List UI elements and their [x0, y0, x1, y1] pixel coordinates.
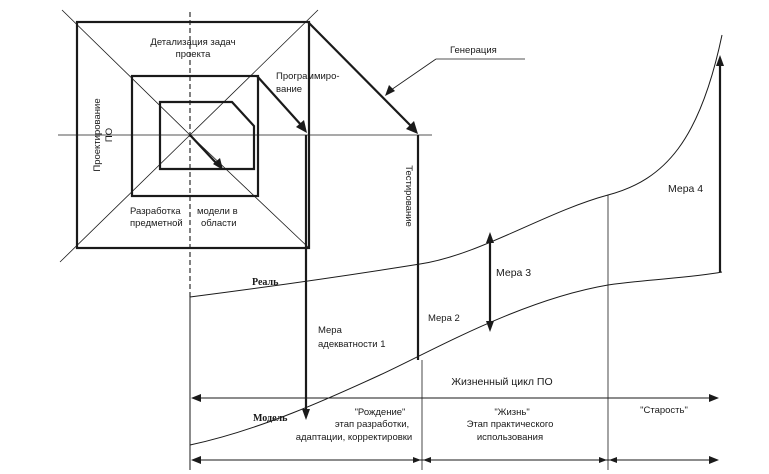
birth-phase-line-1: "Рождение" [355, 407, 406, 418]
detail-label-line-1: Детализация задач [150, 37, 235, 48]
pyramid-diagonal-3 [189, 134, 310, 249]
pyramid-diagonal-4 [189, 9, 319, 136]
design-label-line-1: Проектирование [92, 98, 103, 171]
domain-label-1b: модели в [197, 206, 238, 217]
measure-3-arrowhead-bottom [486, 321, 494, 332]
lifecycle-axis-right-arrow [709, 394, 719, 402]
inner-spiral-arrowhead [213, 158, 223, 170]
measure-4-label: Мера 4 [668, 183, 703, 195]
measure-1-label-line-2: адекватности 1 [318, 339, 386, 350]
programming-label-line-1: Программиро- [276, 71, 340, 82]
life-phase-line-2: Этап практического [467, 419, 554, 430]
measures [486, 55, 724, 332]
programming-drop-arrowhead [302, 409, 310, 420]
measure-3-arrowhead-top [486, 232, 494, 243]
domain-label-2a: предметной [130, 218, 183, 229]
design-label-line-2: ПО [104, 128, 115, 142]
drop-lines [302, 135, 420, 420]
labels: Детализация задач проекта Программиро- в… [92, 37, 703, 443]
domain-label-1a: Разработка [130, 206, 181, 217]
timeline [189, 195, 719, 470]
pyramid-inner-pentagon [158, 100, 256, 171]
birth-phase-line-3: адаптации, корректировки [296, 432, 413, 443]
programming-label-line-2: вание [276, 84, 302, 95]
measure-2-label: Мера 2 [428, 313, 460, 324]
phase-axis-right-arrow [709, 456, 719, 464]
pyramid-middle-square [130, 74, 260, 198]
generation-diagonal [307, 21, 413, 128]
lifecycle-axis-left-arrow [191, 394, 201, 402]
pyramid-diagonal-2 [59, 134, 191, 263]
pyramid-diagonal-1 [61, 9, 191, 136]
generation-leader-diag [390, 58, 437, 91]
real-label: Реаль [252, 277, 279, 288]
measure-4-arrowhead [716, 55, 724, 66]
generation-arrowhead [406, 121, 418, 134]
model-curve [189, 271, 723, 446]
phase-divider-arrow-right-1 [423, 457, 431, 463]
programming-arrowhead [296, 120, 307, 133]
life-phase-line-1: "Жизнь" [494, 407, 529, 418]
real-curve [189, 34, 723, 298]
old-age-phase-label: "Старость" [640, 405, 688, 416]
lifecycle-label: Жизненный цикл ПО [451, 376, 552, 388]
phase-axis-left-arrow [191, 456, 201, 464]
curves [189, 34, 723, 446]
generation-leader-arrowhead [385, 85, 395, 96]
testing-label: Тестирование [403, 165, 414, 227]
phase-divider-arrow-right-2 [609, 457, 617, 463]
spiral-arrows [256, 21, 525, 134]
generation-label: Генерация [450, 45, 497, 56]
pyramid-group [58, 9, 432, 300]
measure-3-label: Мера 3 [496, 267, 531, 279]
birth-phase-line-2: этап разработки, [335, 419, 409, 430]
measure-1-label-line-1: Мера [318, 325, 343, 336]
domain-label-2b: области [201, 218, 237, 229]
inner-spiral-stroke [189, 134, 219, 166]
phase-divider-arrow-left-1 [413, 457, 421, 463]
detail-label-line-2: проекта [176, 49, 212, 60]
life-phase-line-3: использования [477, 432, 543, 443]
programming-diagonal [256, 75, 303, 127]
phase-divider-arrow-left-2 [599, 457, 607, 463]
model-label: Модель [253, 413, 288, 424]
